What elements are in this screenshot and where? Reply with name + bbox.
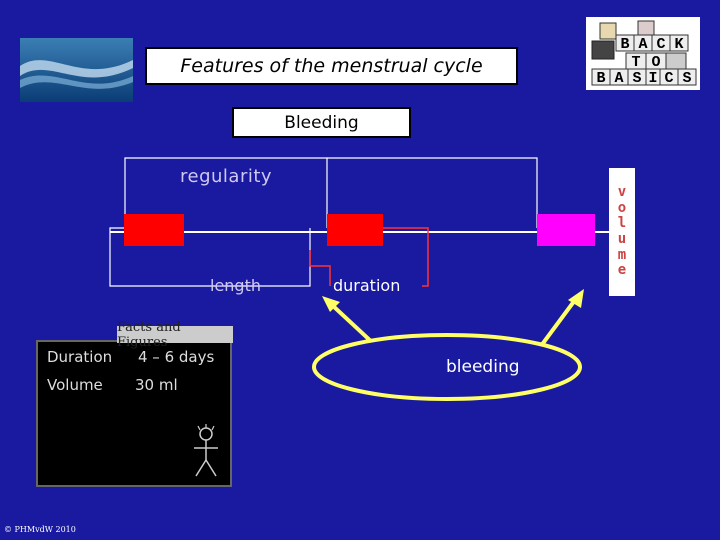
volume-label: v o l u m e [609, 168, 635, 296]
logo-block-letter: K [674, 36, 683, 53]
duration-label: duration [333, 276, 401, 295]
fact-label-volume: Volume [47, 376, 103, 394]
fact-label-duration: Duration [47, 348, 113, 366]
logo-block-letter: B [596, 70, 605, 87]
logo-block-letter: A [614, 70, 623, 87]
facts-header: Facts and Figures [117, 320, 233, 350]
next-cycle-bracket [327, 157, 538, 228]
logo-block-letter: C [656, 36, 665, 53]
arrow-head-duration [322, 296, 340, 312]
copyright-text: © PHMvdW 2010 [4, 525, 76, 534]
volume-letter: v [617, 184, 627, 201]
logo-block-letter: S [682, 70, 691, 87]
regularity-label: regularity [180, 166, 273, 187]
volume-letter: l [617, 215, 627, 232]
arrow-to-volume [536, 298, 577, 352]
page-title: Features of the menstrual cycle [145, 47, 518, 85]
logo-block-letter: T [631, 54, 640, 71]
arrow-head-volume [568, 289, 584, 308]
fact-value-volume: 30 ml [135, 376, 178, 394]
regularity-bracket [124, 157, 328, 228]
period-block-1 [124, 214, 184, 246]
logo-block-letter: S [632, 70, 641, 87]
logo-block-letter: O [651, 54, 660, 71]
logo-block-letter: A [638, 36, 647, 53]
period-block-2 [327, 214, 383, 246]
duration-bracket [309, 250, 331, 286]
logo-block-letter: B [620, 36, 629, 53]
duration-bracket-right [383, 227, 429, 287]
bleeding-ellipse [312, 333, 582, 401]
logo-block-letter: C [664, 70, 673, 87]
bleeding-label: bleeding [446, 357, 520, 377]
facts-panel [36, 340, 232, 487]
length-label: length [210, 276, 261, 295]
letter-blocks-icon: B A C K T O B A S I C S [591, 20, 697, 87]
wave-logo [20, 38, 133, 102]
stick-figure-icon [194, 424, 218, 477]
fact-value-duration: 4 – 6 days [138, 348, 215, 366]
back-to-basics-logo: B A C K T O B A S I C S [586, 17, 700, 90]
logo-block-letter: I [648, 70, 657, 87]
volume-letter: m [617, 246, 627, 263]
volume-letter: e [617, 262, 627, 279]
subtitle-box: Bleeding [232, 107, 411, 138]
volume-letter: o [617, 199, 627, 216]
volume-letter: u [617, 231, 627, 247]
next-period-block [537, 214, 595, 246]
